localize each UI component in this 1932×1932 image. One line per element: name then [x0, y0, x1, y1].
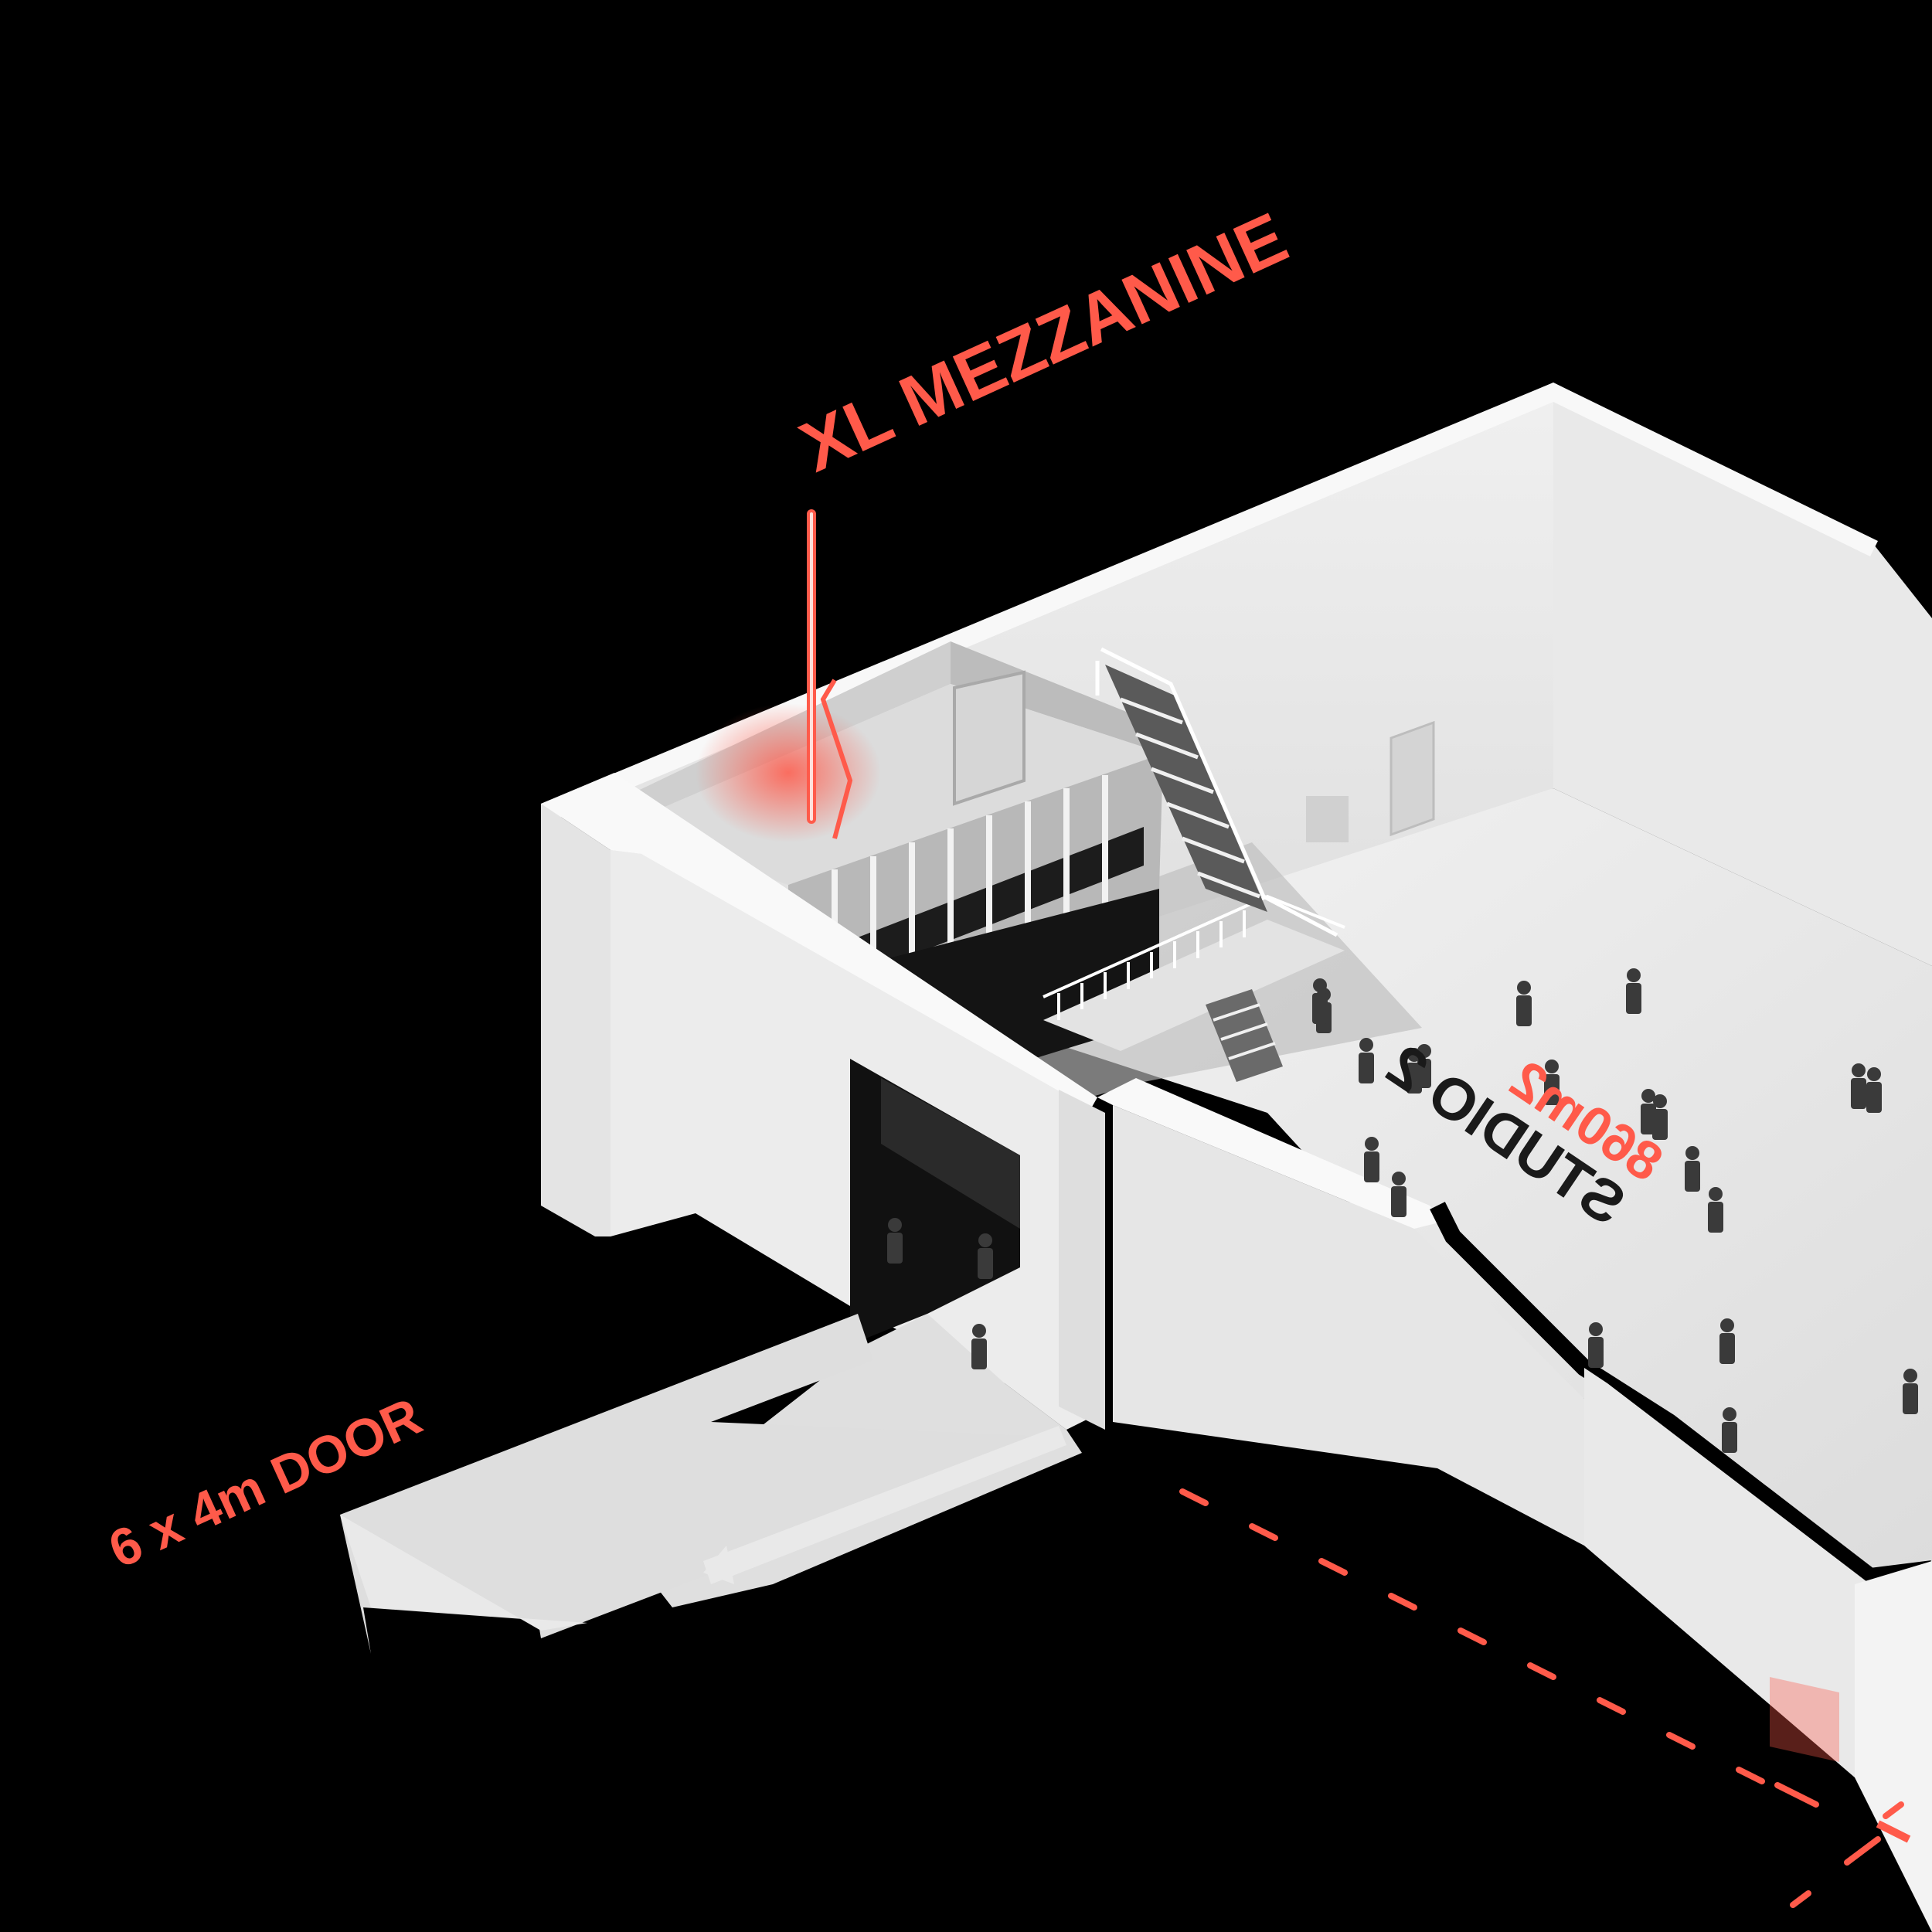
studio-corner-block [1855, 1561, 1932, 1932]
front-left-block [541, 773, 1105, 1430]
mezzanine-red-accent-line [820, 679, 853, 839]
arrow-left-down-icon [340, 1314, 1066, 1654]
mezzanine-glass-dark-band [804, 827, 1144, 997]
mezzanine-room-door [953, 670, 1026, 806]
person-figure [1417, 1044, 1431, 1088]
person-figure [1652, 1094, 1668, 1140]
person-figure [1626, 968, 1641, 1014]
person-figure [1866, 1067, 1882, 1113]
person-figure [1588, 1322, 1604, 1368]
studio-right-block [1584, 1368, 1870, 1777]
person-figure [1708, 1187, 1723, 1233]
door-ramp [340, 1314, 1082, 1654]
staircase-lower-treads [1213, 1003, 1276, 1060]
back-wall-door [1389, 720, 1435, 837]
people-figures [887, 968, 1918, 1453]
person-figure [1719, 1318, 1735, 1364]
person-figure [1516, 981, 1532, 1026]
red-glow-edges [1770, 1677, 1911, 1843]
person-figure [1312, 978, 1328, 1024]
person-figure [1722, 1407, 1737, 1453]
studio-black-edge [1430, 1202, 1932, 1586]
person-figure [1685, 1146, 1700, 1192]
mezzanine-room-inner-wall [951, 641, 1163, 753]
mezzanine-label: XL MEZZANINE [789, 198, 1298, 487]
front-block-pilaster [1059, 1090, 1105, 1430]
red-dashed-boundary [1179, 1488, 1904, 1908]
person-figure [971, 1324, 987, 1369]
door-opening-inner-wall [881, 1078, 1020, 1229]
mezzanine-red-glow [696, 703, 881, 842]
staircase-treads [1120, 697, 1260, 899]
person-figure [1364, 1137, 1379, 1182]
person-figure [978, 1233, 993, 1279]
staircase-upper [1105, 665, 1267, 912]
person-figure [1903, 1369, 1918, 1414]
front-right-wall-top [1097, 1078, 1445, 1229]
person-figure [1544, 1060, 1560, 1105]
arrow-head [340, 1515, 587, 1631]
front-block-left-face [541, 804, 611, 1236]
front-right-wall-face [1113, 1105, 1584, 1546]
front-right-wall [1097, 1078, 1932, 1932]
staircase-lower [1206, 989, 1283, 1082]
wall-box-unit [1306, 796, 1349, 842]
small-arrow-head [703, 1546, 734, 1584]
staircase-railing [1095, 647, 1338, 937]
person-figure [1391, 1172, 1406, 1217]
person-figure [1359, 1038, 1374, 1083]
small-arrow-icon [703, 1426, 1066, 1584]
person-figure [1851, 1063, 1866, 1109]
person-figure [887, 1218, 903, 1264]
mezzanine-balcony-deck [1043, 920, 1345, 1051]
